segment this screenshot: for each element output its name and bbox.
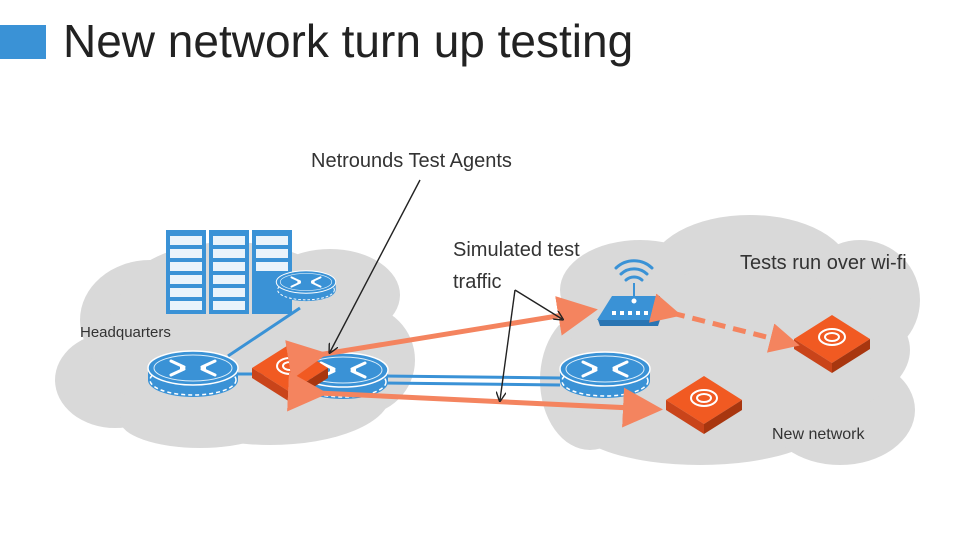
new-network-router-icon — [558, 350, 652, 400]
hq-small-router-icon — [275, 269, 337, 303]
headquarters-label: Headquarters — [80, 324, 171, 341]
simulated-traffic-label: Simulated test traffic — [453, 239, 580, 293]
test-agents-label: Netrounds Test Agents — [311, 150, 512, 172]
new-network-label: New network — [772, 426, 865, 443]
wifi-access-point-icon — [597, 259, 660, 326]
simulated-traffic-arrows — [285, 293, 800, 428]
annotation-pointers — [330, 179, 562, 400]
server-rack-icon — [166, 230, 292, 314]
title-accent-bar — [0, 25, 46, 59]
wifi-tests-label: Tests run over wi-fi — [740, 252, 907, 274]
slide-title: New network turn up testing — [63, 15, 634, 67]
hq-router-left-icon — [146, 349, 240, 399]
